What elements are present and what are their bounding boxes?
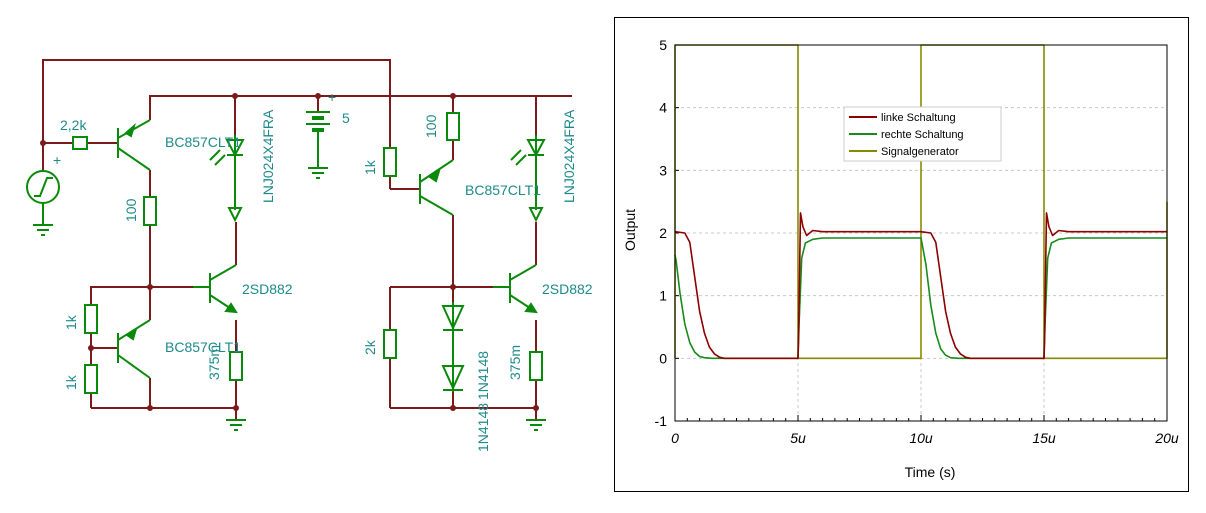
y-tick-label: 1 <box>659 288 667 304</box>
right-r-top-label: 100 <box>423 114 439 138</box>
left-q3-transistor-icon <box>117 319 151 379</box>
right-resistor-1k-icon <box>383 147 397 177</box>
x-axis-label: Time (s) <box>905 464 956 480</box>
left-q3-label: BC857CLT1 <box>165 339 241 355</box>
right-d1-label: 1N4148 <box>475 403 491 452</box>
ground-left-icon <box>226 419 246 431</box>
left-r-div-bottom-label: 1k <box>63 374 79 390</box>
left-led-icon <box>209 135 245 223</box>
y-tick-label: 3 <box>659 162 667 178</box>
right-resistor-375m-icon <box>529 351 543 381</box>
battery-plus-label: + <box>328 89 336 105</box>
y-axis-label: Output <box>622 209 638 251</box>
chart-legend: linke Schaltung rechte Schaltung Signalg… <box>843 106 1002 162</box>
legend-rechte: rechte Schaltung <box>881 129 964 141</box>
diode-1-icon <box>441 302 465 331</box>
left-q1-label: BC857CLT1 <box>165 134 241 150</box>
left-r-emitter-label: 375m <box>206 345 222 380</box>
components <box>26 111 546 431</box>
left-q1-transistor-icon <box>117 119 151 171</box>
right-r-emitter-label: 375m <box>507 345 523 380</box>
left-r-in-label: 2,2k <box>60 117 87 133</box>
left-resistor-1k-bottom-icon <box>84 364 98 394</box>
y-tick-label: 2 <box>659 225 667 241</box>
right-resistor-100-icon <box>446 112 460 141</box>
x-tick-label: 20u <box>1154 430 1179 446</box>
right-q2-transistor-icon <box>493 264 538 314</box>
chart-series <box>674 44 1168 360</box>
right-d2-label: 1N4148 <box>475 351 491 400</box>
left-r-div-top-label: 1k <box>63 314 79 330</box>
right-led-icon <box>510 135 546 223</box>
legend-linke: linke Schaltung <box>881 112 956 124</box>
x-tick-label: 15u <box>1032 430 1056 446</box>
left-q2-transistor-icon <box>193 264 238 314</box>
series-line-0 <box>674 212 1167 360</box>
ground-right-icon <box>526 419 546 431</box>
y-tick-label: 4 <box>659 100 667 116</box>
battery-icon <box>306 111 330 179</box>
junctions <box>40 93 539 411</box>
y-tick-label: 5 <box>659 37 667 53</box>
resistor-2k2-icon <box>72 136 88 150</box>
left-q2-label: 2SD882 <box>242 281 293 297</box>
series-line-2 <box>674 44 1168 360</box>
x-tick-label: 0 <box>671 430 679 446</box>
left-led-label: LNJ024X4FRA <box>260 109 276 203</box>
circuit-schematic: + + 5 2,2k BC857CLT1 LNJ024X4FRA 100 2SD… <box>26 59 593 452</box>
right-q2-label: 2SD882 <box>542 281 593 297</box>
y-tick-label: -1 <box>655 413 668 429</box>
source-plus-label: + <box>53 152 61 168</box>
left-resistor-1k-top-icon <box>84 304 98 334</box>
plot-area-border <box>674 44 1168 422</box>
left-resistor-100-icon <box>143 196 157 226</box>
x-tick-label: 5u <box>790 430 806 446</box>
right-q1-transistor-icon <box>419 159 454 216</box>
right-led-label: LNJ024X4FRA <box>561 109 577 203</box>
x-tick-label: 10u <box>909 430 933 446</box>
diode-2-icon <box>441 330 465 392</box>
battery-voltage-label: 5 <box>342 110 350 126</box>
right-r-base-label: 1k <box>362 159 378 175</box>
right-resistor-2k-icon <box>383 329 397 359</box>
left-resistor-375m-icon <box>229 351 243 381</box>
right-q1-label: BC857CLT1 <box>465 182 541 198</box>
right-r-left-label: 2k <box>362 339 378 355</box>
left-r-collector-label: 100 <box>123 198 139 222</box>
y-tick-label: 0 <box>659 350 667 366</box>
wires <box>42 59 572 420</box>
signal-source-icon <box>26 170 60 236</box>
schematic-labels: + + 5 2,2k BC857CLT1 LNJ024X4FRA 100 2SD… <box>53 89 593 452</box>
legend-signal: Signalgenerator <box>881 146 959 158</box>
